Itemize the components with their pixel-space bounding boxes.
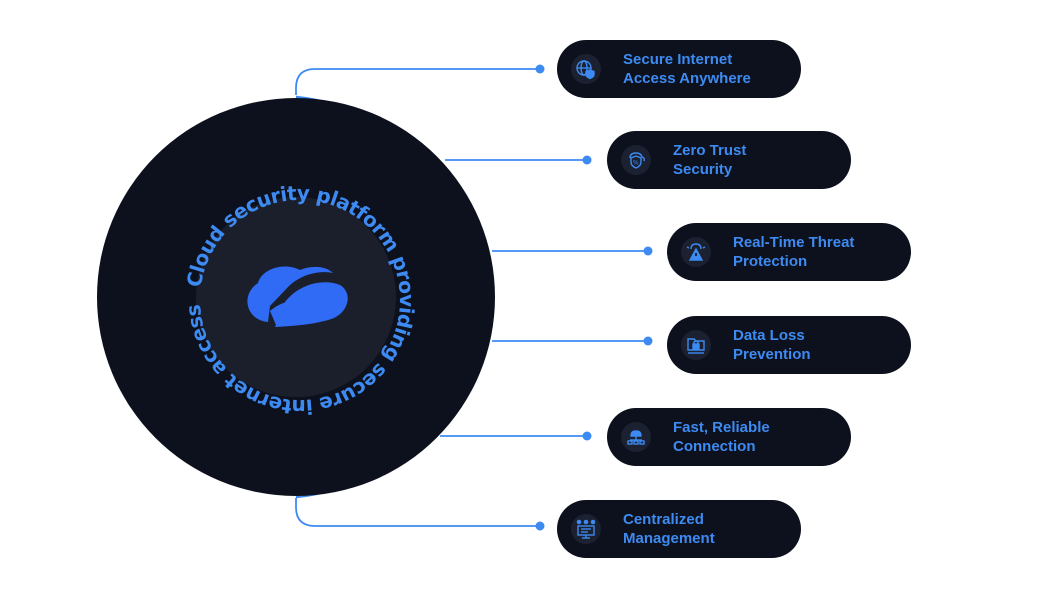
management-monitor-icon: [571, 514, 601, 544]
feature-label: Zero Trust Security: [673, 142, 747, 178]
connector-dot-3: [643, 246, 653, 256]
feature-zero-trust-security: % Zero Trust Security: [607, 131, 851, 189]
feature-data-loss-prevention: Data Loss Prevention: [667, 316, 911, 374]
globe-shield-icon: [571, 54, 601, 84]
feature-label: Centralized Management: [623, 511, 715, 547]
zero-trust-cloud-icon: %: [621, 145, 651, 175]
feature-fast-reliable-connection: Fast, Reliable Connection: [607, 408, 851, 466]
feature-label: Fast, Reliable Connection: [673, 419, 770, 455]
connector-dot-6: [535, 521, 545, 531]
svg-text:%: %: [633, 160, 639, 167]
folder-lock-icon: [681, 330, 711, 360]
connector-dot-5: [582, 431, 592, 441]
feature-label: Data Loss Prevention: [733, 327, 811, 363]
connector-6: [295, 498, 540, 527]
threat-alert-icon: [681, 237, 711, 267]
cloud-logo-icon: [247, 266, 348, 327]
connector-dot-4: [643, 336, 653, 346]
connector-dot-2: [582, 155, 592, 165]
network-cloud-icon: [621, 422, 651, 452]
connector-1: [295, 68, 540, 95]
feature-label: Real-Time Threat Protection: [733, 234, 855, 270]
connector-dot-1: [535, 64, 545, 74]
feature-real-time-threat-protection: Real-Time Threat Protection: [667, 223, 911, 281]
feature-secure-internet-access: Secure Internet Access Anywhere: [557, 40, 801, 98]
feature-label: Secure Internet Access Anywhere: [623, 51, 751, 87]
feature-centralized-management: Centralized Management: [557, 500, 801, 558]
